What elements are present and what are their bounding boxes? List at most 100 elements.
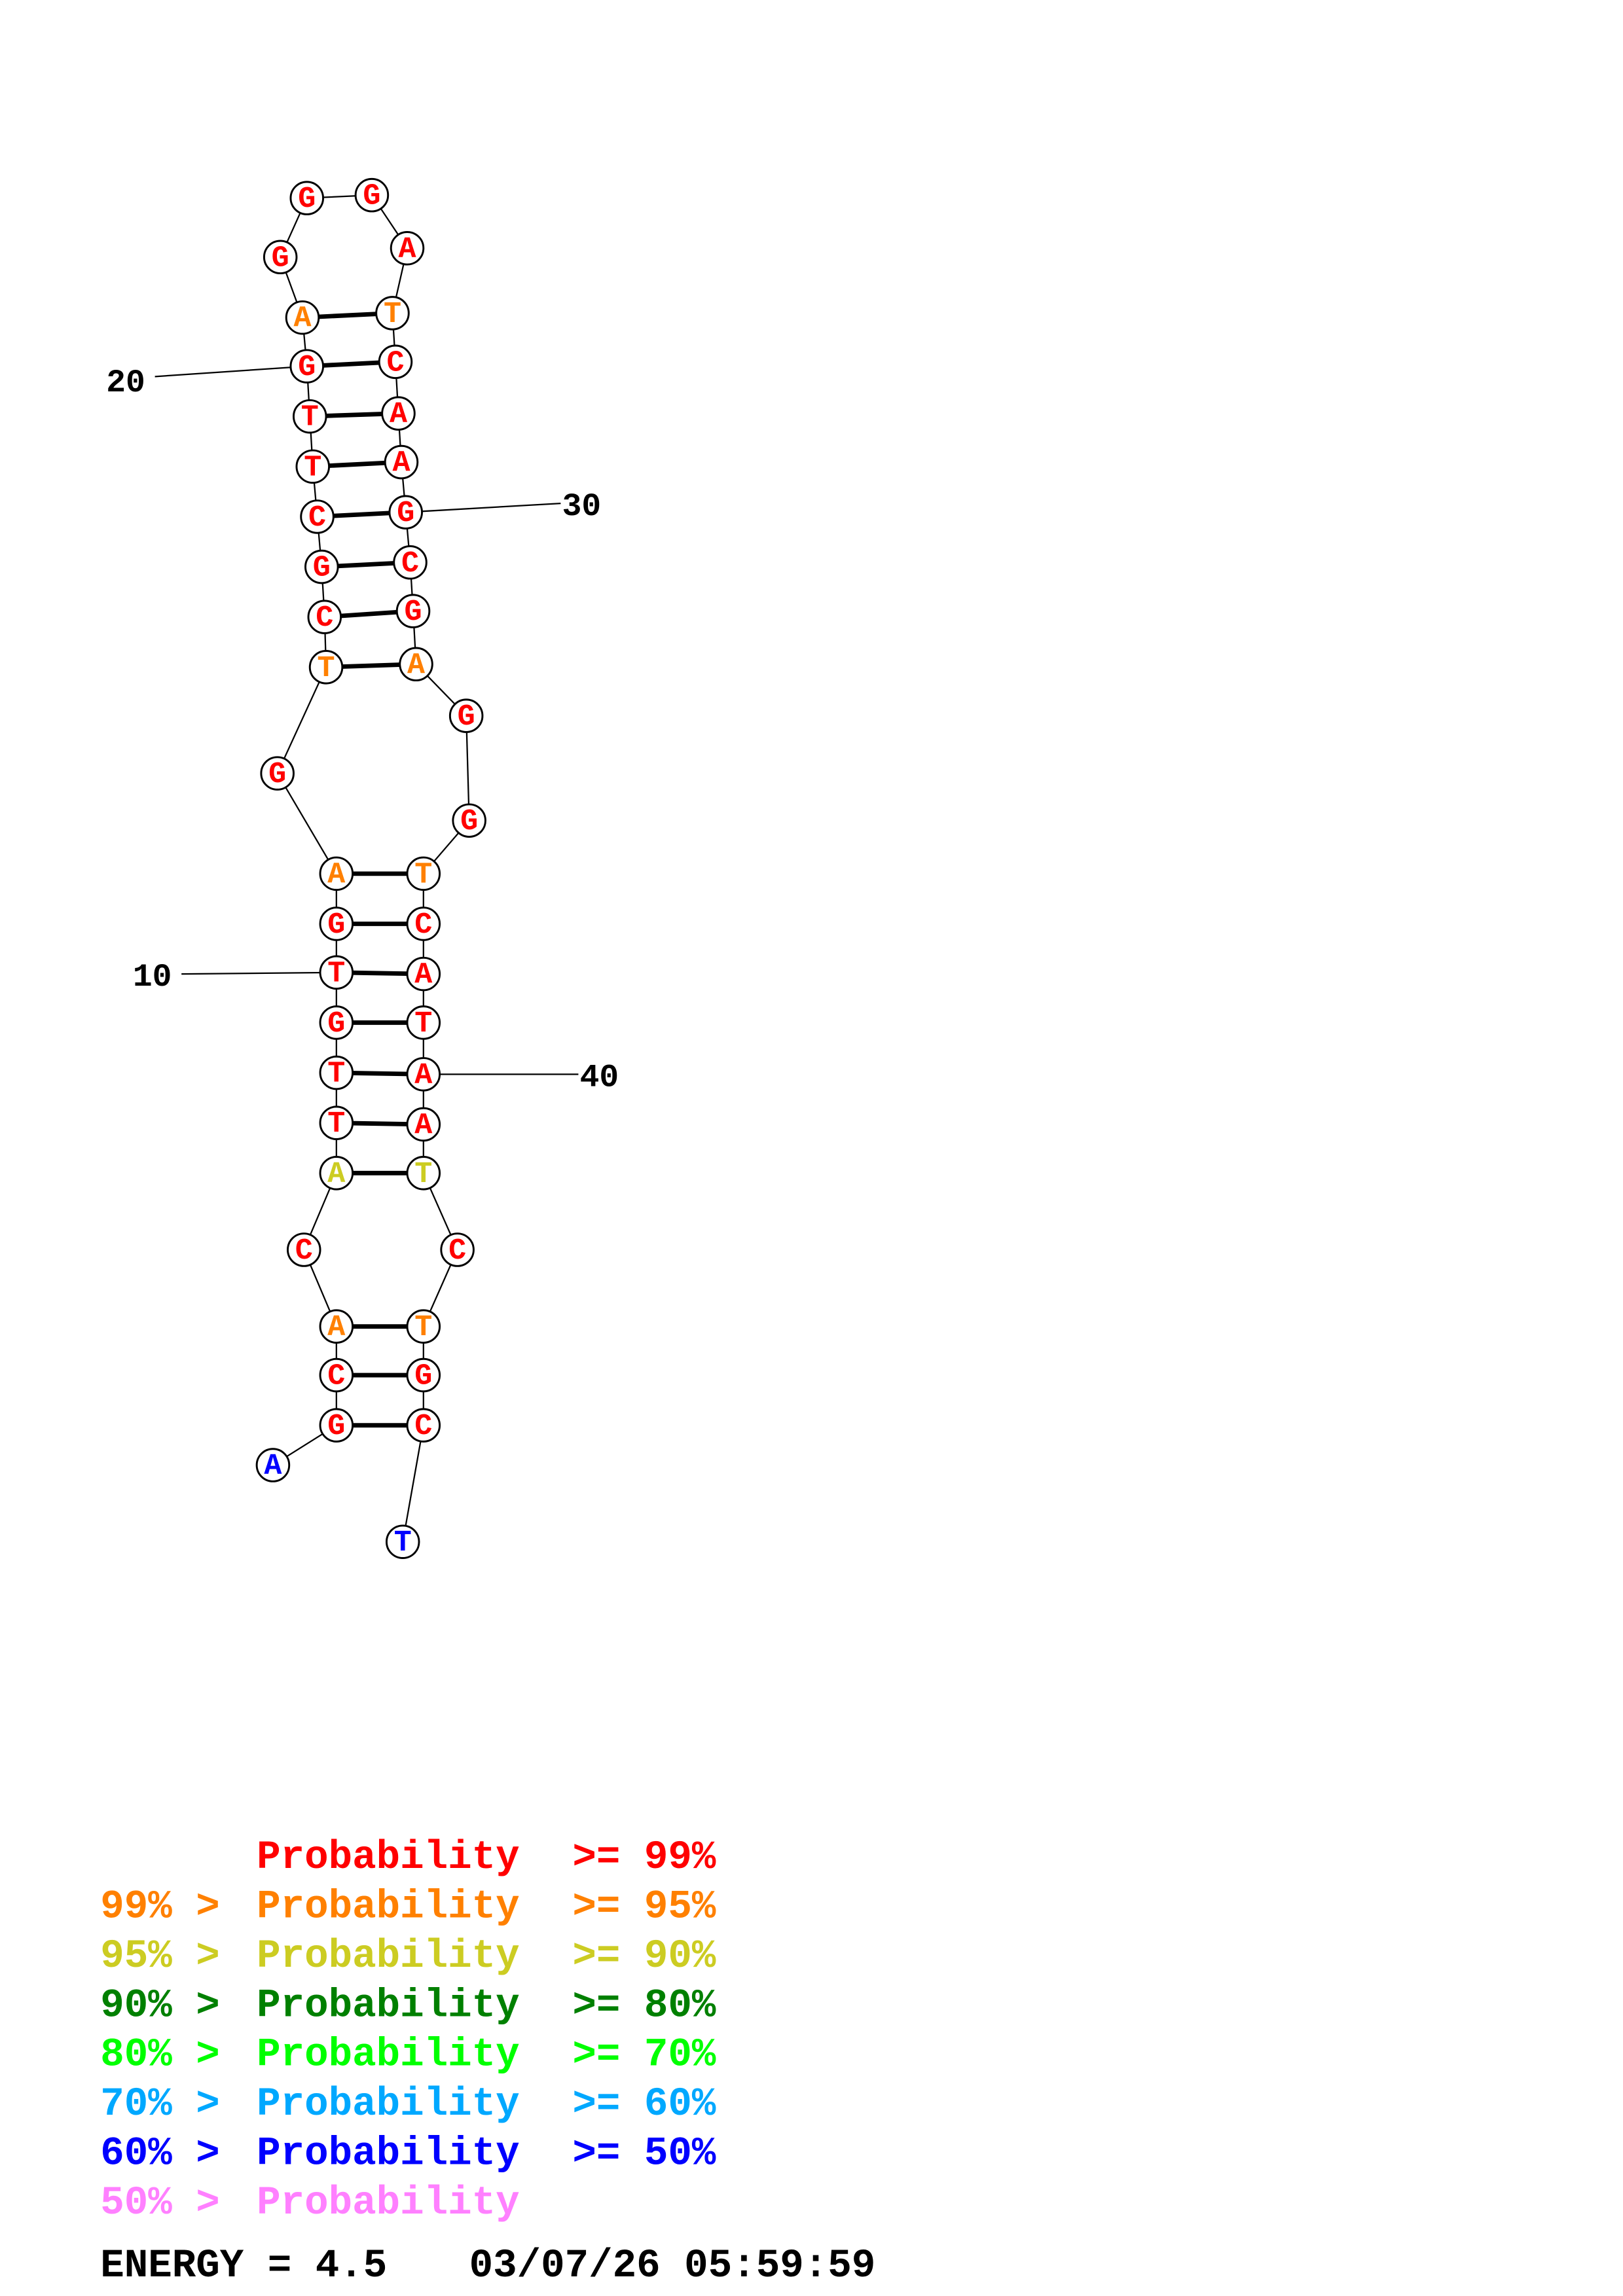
nucleotide: T bbox=[406, 856, 441, 891]
nucleotide-circle bbox=[384, 444, 419, 480]
nucleotide-letter: G bbox=[327, 908, 345, 942]
nucleotide-letter: G bbox=[298, 182, 316, 216]
nucleotide-letter: A bbox=[327, 857, 346, 891]
nucleotide-letter: A bbox=[293, 302, 312, 336]
legend-middle: Probability bbox=[257, 1983, 520, 2028]
nucleotide-circle bbox=[381, 396, 416, 431]
nucleotide-circle bbox=[440, 1232, 475, 1267]
legend-middle: Probability bbox=[257, 1884, 520, 1929]
legend-row: Probability>= 99% bbox=[257, 1835, 716, 1880]
energy-label: ENERGY = 4.5 bbox=[100, 2244, 387, 2289]
nucleotide-circle bbox=[263, 240, 298, 275]
nucleotide-letter: T bbox=[301, 401, 319, 435]
nucleotide-circle bbox=[406, 1309, 441, 1344]
nucleotide-circle bbox=[285, 300, 320, 335]
legend-suffix: >= 90% bbox=[572, 1934, 716, 1979]
nucleotide: A bbox=[406, 1057, 441, 1092]
legend-prefix: 90% > bbox=[100, 1983, 220, 2028]
nucleotide: G bbox=[319, 906, 354, 942]
nucleotide-letter: T bbox=[394, 1526, 412, 1560]
nucleotide-circle bbox=[319, 1357, 354, 1393]
position-label: 10 bbox=[133, 959, 172, 996]
nucleotide: G bbox=[448, 698, 484, 734]
position-label: 20 bbox=[106, 365, 145, 401]
nucleotide-circle bbox=[406, 1156, 441, 1191]
nucleotide: C bbox=[300, 499, 335, 535]
legend-suffix: >= 50% bbox=[572, 2132, 716, 2177]
nucleotide-circle bbox=[448, 698, 484, 733]
position-label-line bbox=[181, 971, 337, 975]
nucleotide: G bbox=[452, 803, 486, 838]
nucleotide-letter: C bbox=[308, 501, 326, 535]
nucleotide-letter: T bbox=[384, 297, 401, 331]
legend-row: 90% >Probability>= 80% bbox=[100, 1983, 716, 2028]
nucleotide-circle bbox=[307, 600, 342, 634]
nucleotide-circle bbox=[289, 181, 325, 215]
nucleotide-circle bbox=[393, 545, 428, 580]
nucleotide-circle bbox=[399, 647, 433, 682]
nucleotide-letter: C bbox=[414, 908, 432, 942]
nucleotide: T bbox=[385, 1524, 420, 1560]
nucleotide-letter: A bbox=[414, 958, 433, 992]
legend-row: 50% >Probability bbox=[100, 2181, 519, 2226]
nucleotide-circle bbox=[375, 296, 410, 331]
nucleotide-circle bbox=[390, 231, 425, 266]
nucleotide-circle bbox=[308, 650, 344, 685]
nucleotide: T bbox=[295, 449, 331, 484]
nucleotide: G bbox=[304, 549, 339, 585]
nucleotide-letter: G bbox=[404, 595, 422, 629]
nucleotide-letter: G bbox=[414, 1359, 432, 1393]
nucleotide-letter: T bbox=[304, 450, 321, 484]
nucleotide-circle bbox=[406, 856, 441, 891]
nucleotide: T bbox=[293, 399, 327, 435]
nucleotide: G bbox=[395, 594, 431, 629]
nucleotide-circle bbox=[319, 1005, 354, 1040]
nucleotide: A bbox=[255, 1448, 291, 1483]
legend-middle: Probability bbox=[257, 2033, 520, 2078]
nucleotide-circle bbox=[319, 1408, 354, 1443]
nucleotide-letter: C bbox=[295, 1234, 313, 1268]
nucleotide: C bbox=[393, 545, 428, 581]
nucleotide: T bbox=[319, 955, 354, 990]
nucleotide-circle bbox=[406, 1357, 441, 1393]
nucleotide: G bbox=[319, 1005, 354, 1041]
nucleotide-letter: A bbox=[327, 1310, 346, 1344]
nucleotide-letter: T bbox=[414, 1157, 432, 1191]
nucleotide-letter: T bbox=[318, 651, 335, 685]
nucleotide: T bbox=[375, 296, 410, 331]
nucleotide-circle bbox=[286, 1232, 321, 1267]
nucleotide-letter: A bbox=[327, 1157, 346, 1191]
nucleotide-circle bbox=[260, 756, 295, 791]
nucleotide-circle bbox=[300, 499, 335, 534]
legend-middle: Probability bbox=[257, 1835, 520, 1880]
nucleotide-circle bbox=[319, 955, 354, 990]
nucleotide-letter: T bbox=[414, 857, 432, 891]
legend-middle: Probability bbox=[257, 2181, 520, 2226]
nucleotide-circle bbox=[378, 344, 413, 380]
timestamp: 03/07/26 05:59:59 bbox=[469, 2244, 876, 2289]
legend-row: 70% >Probability>= 60% bbox=[100, 2082, 716, 2127]
nucleotide-letter: G bbox=[268, 757, 286, 791]
nucleotide-circle bbox=[406, 1005, 441, 1040]
nucleotide: T bbox=[406, 1156, 441, 1191]
position-label-line bbox=[405, 503, 561, 513]
nucleotide-circle bbox=[319, 1055, 354, 1090]
nucleotide: C bbox=[319, 1357, 354, 1393]
nucleotide-letter: C bbox=[327, 1359, 345, 1393]
nucleotide: C bbox=[406, 906, 441, 942]
nucleotide: A bbox=[390, 231, 425, 266]
legend-suffix: >= 60% bbox=[572, 2082, 716, 2127]
backbone-link bbox=[402, 1425, 424, 1542]
nucleotide-letter: G bbox=[327, 1409, 345, 1443]
legend-row: 60% >Probability>= 50% bbox=[100, 2132, 716, 2177]
nucleotide: C bbox=[286, 1232, 321, 1268]
nucleotide-letter: T bbox=[327, 1107, 345, 1141]
nucleotide-circle bbox=[319, 1309, 354, 1344]
nucleotide-circle bbox=[406, 1057, 441, 1092]
legend-prefix: 95% > bbox=[100, 1934, 220, 1979]
nucleotide-circle bbox=[406, 956, 441, 992]
position-label: 30 bbox=[562, 488, 602, 525]
